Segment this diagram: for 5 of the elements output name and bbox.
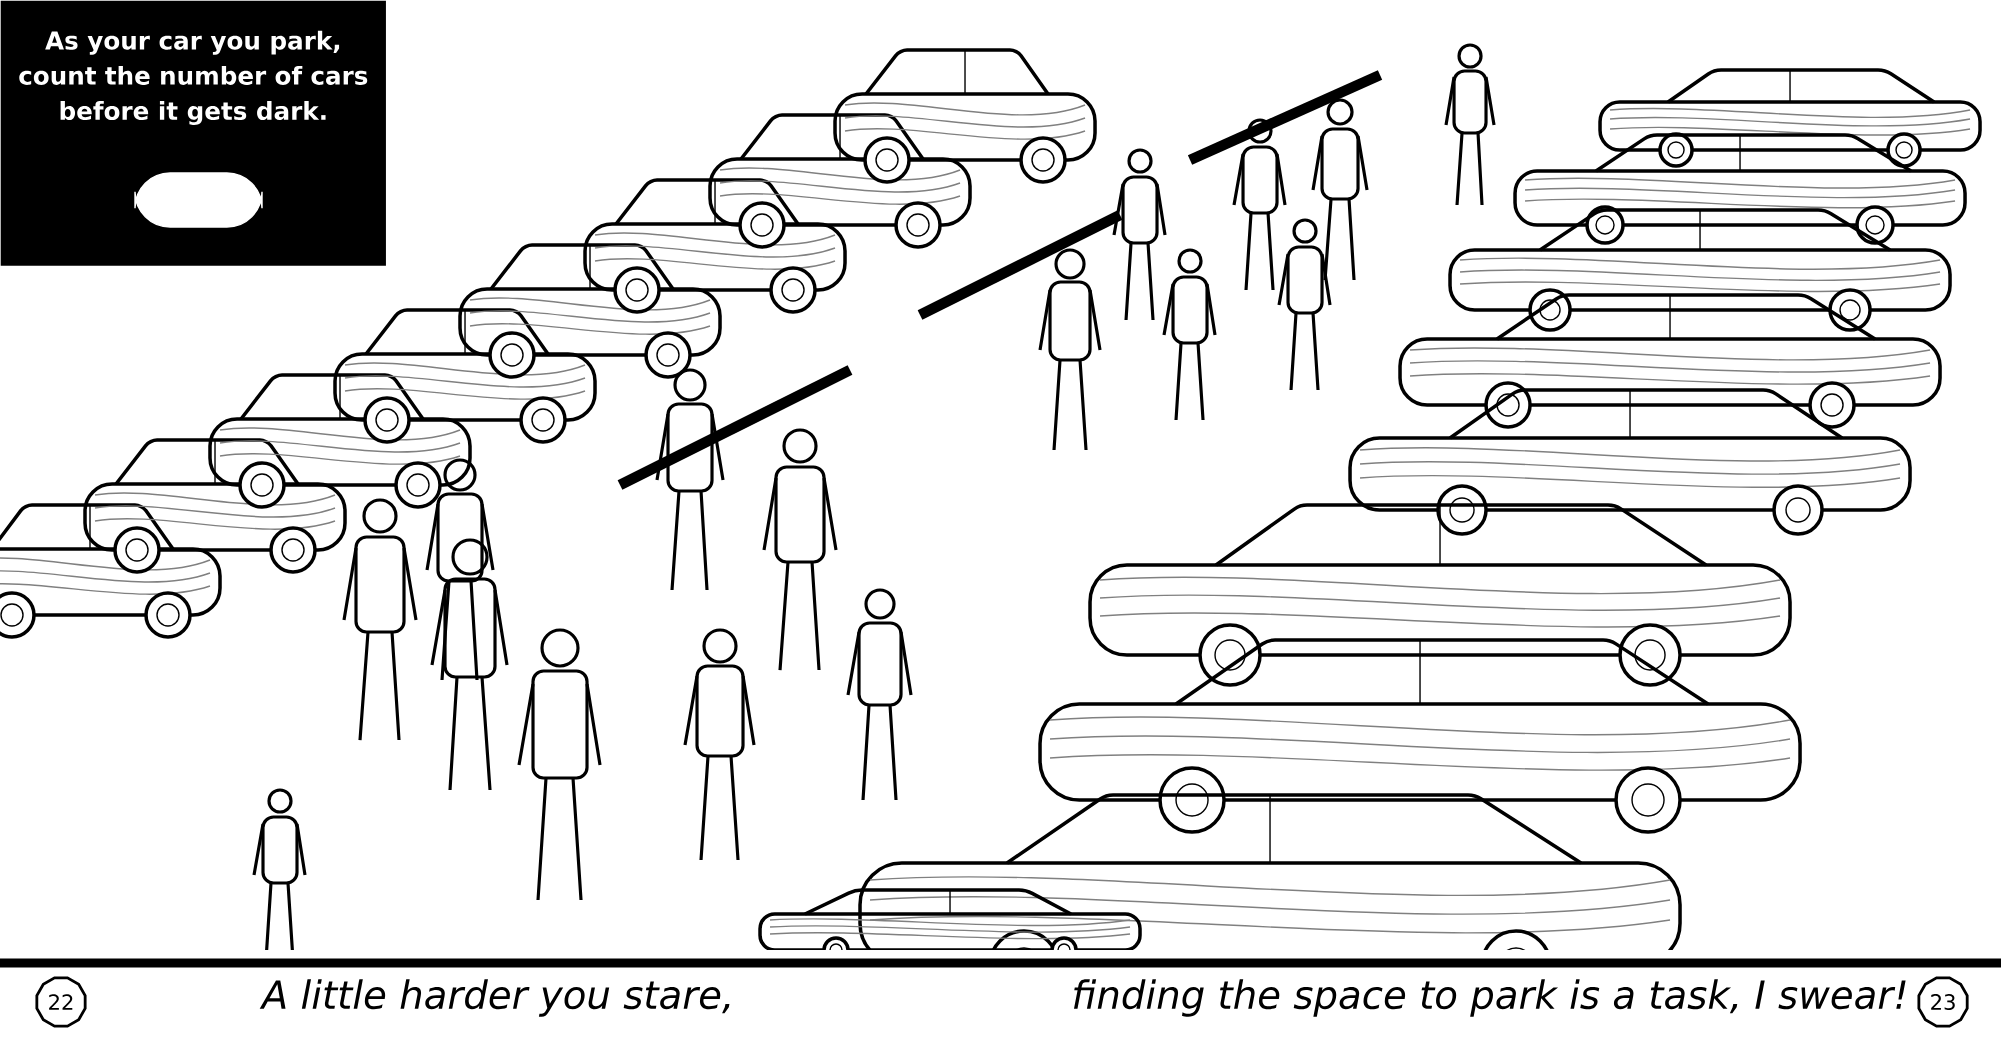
caption-text: A little harder you stare,	[259, 979, 730, 1017]
page-number-badge: 22	[35, 976, 87, 1028]
instruction-panel: As your car you park, count the number of cars before it gets dark.	[0, 0, 386, 266]
caption-text: finding the space to park is a task, I swear!	[1074, 979, 1906, 1017]
page-number-badge: 23	[1917, 976, 1969, 1028]
